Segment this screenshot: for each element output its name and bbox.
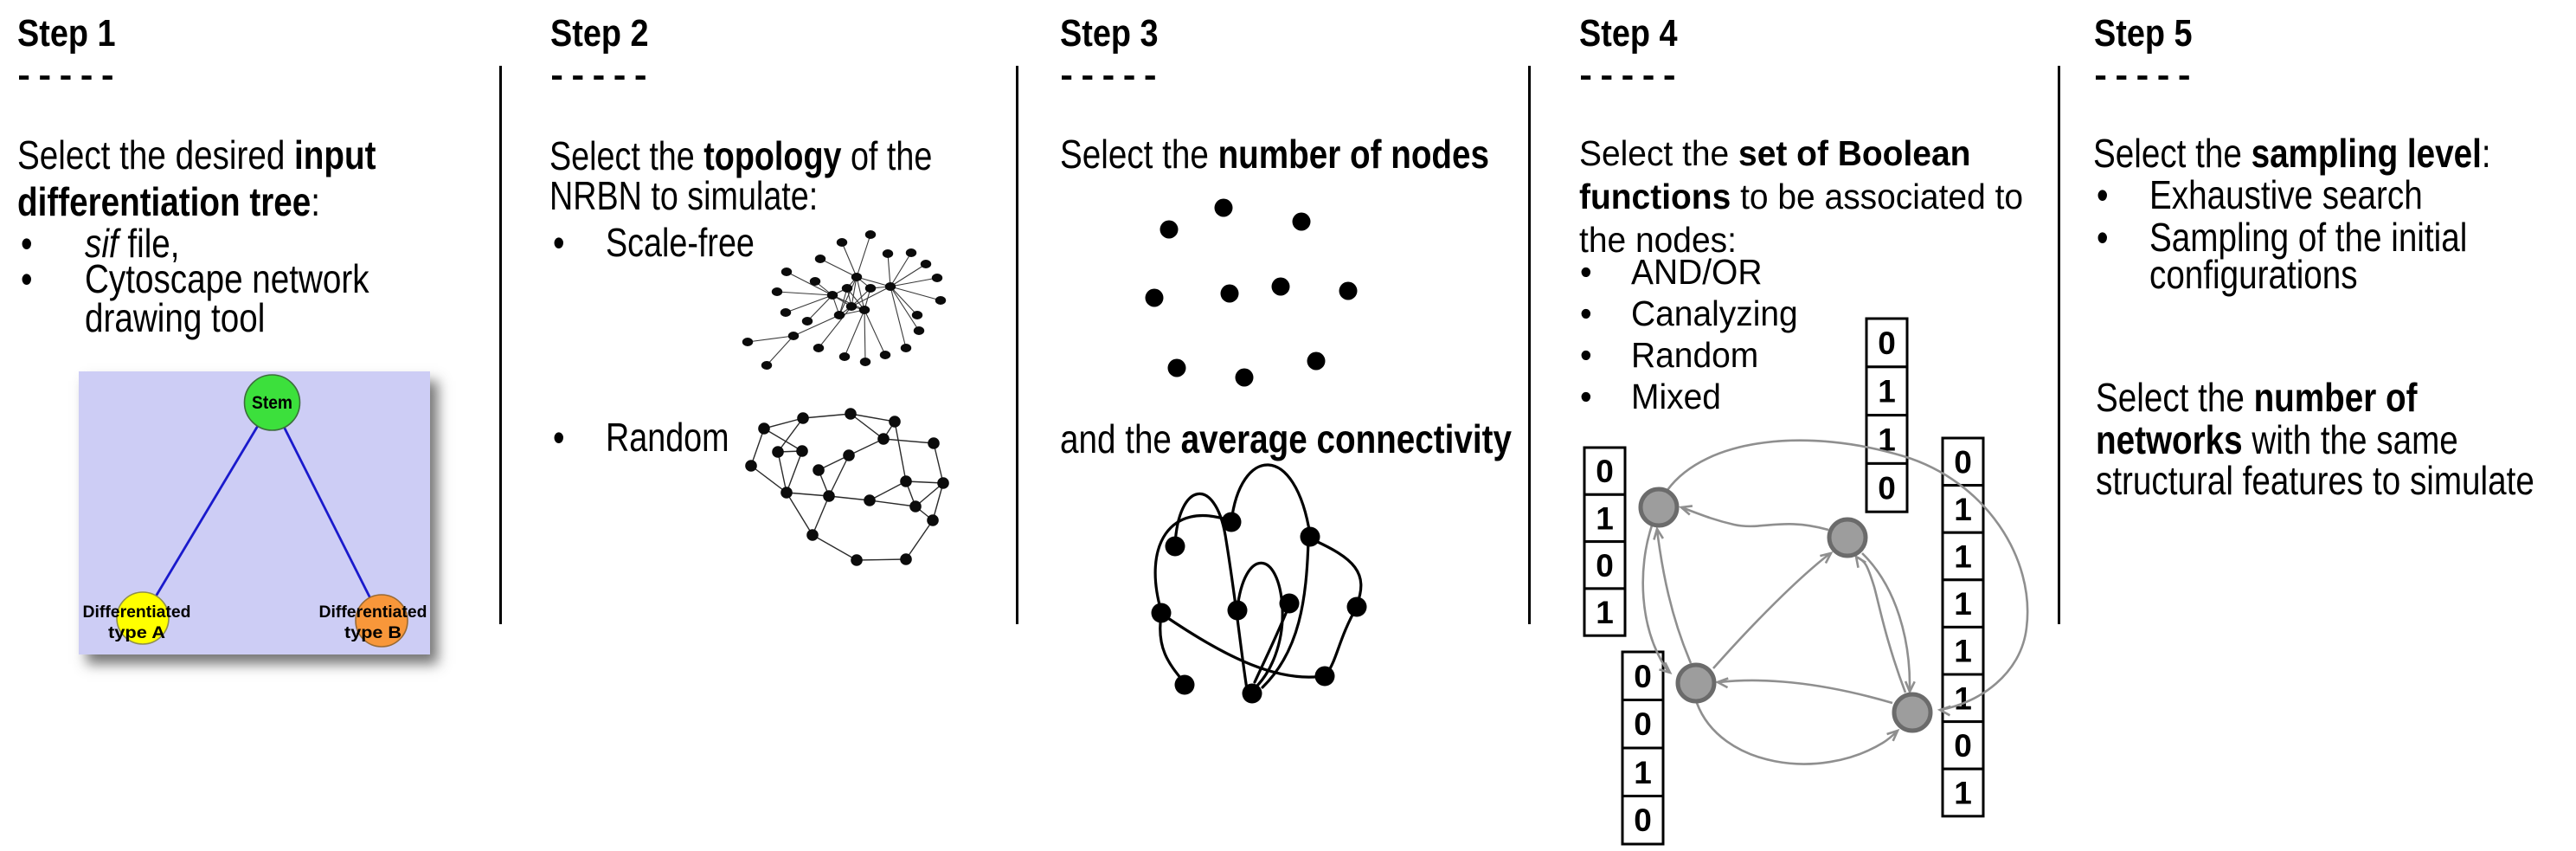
svg-text:0: 0	[1878, 326, 1896, 361]
svg-text:Stem: Stem	[252, 393, 292, 413]
svg-text:0: 0	[1634, 706, 1652, 742]
svg-text:1: 1	[1878, 422, 1896, 458]
svg-text:0: 0	[1954, 444, 1972, 480]
svg-text:0: 0	[1634, 803, 1652, 838]
svg-text:1: 1	[1954, 492, 1972, 527]
svg-text:0: 0	[1954, 728, 1972, 764]
svg-text:1: 1	[1954, 634, 1972, 669]
svg-text:1: 1	[1634, 755, 1652, 790]
svg-text:0: 0	[1596, 548, 1614, 583]
svg-text:0: 0	[1878, 470, 1896, 506]
svg-text:type B: type B	[344, 623, 401, 642]
svg-text:1: 1	[1954, 776, 1972, 811]
svg-text:Differentiated: Differentiated	[319, 603, 427, 622]
svg-text:1: 1	[1596, 595, 1614, 630]
svg-text:1: 1	[1954, 539, 1972, 575]
svg-text:Differentiated: Differentiated	[83, 603, 191, 622]
svg-text:1: 1	[1954, 680, 1972, 716]
svg-text:1: 1	[1954, 586, 1972, 622]
svg-text:type A: type A	[108, 623, 165, 642]
svg-text:0: 0	[1634, 659, 1652, 694]
svg-text:0: 0	[1596, 454, 1614, 489]
svg-text:1: 1	[1878, 374, 1896, 409]
svg-text:1: 1	[1596, 500, 1614, 536]
